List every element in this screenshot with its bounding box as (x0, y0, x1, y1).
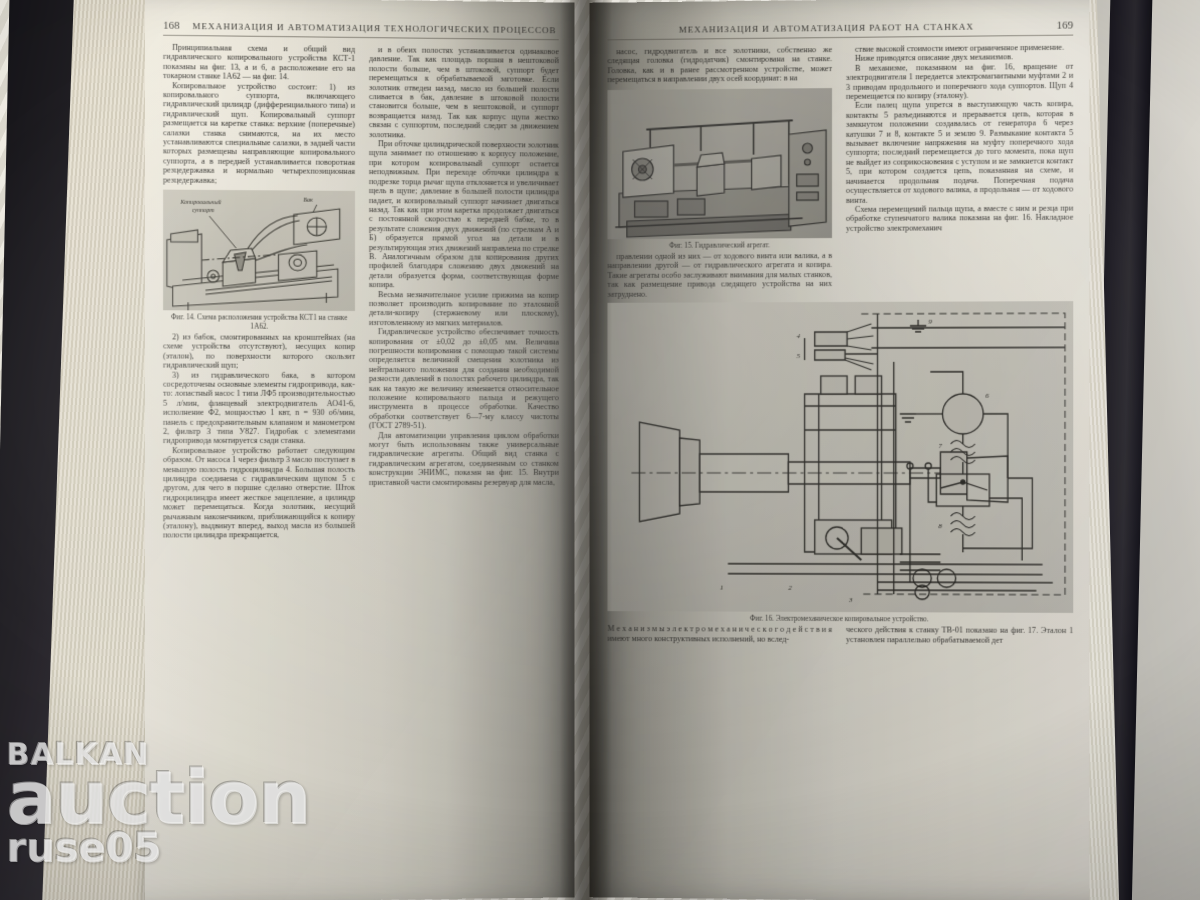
figure-15: Фиг. 15. Гидравлический агрегат. (607, 87, 833, 251)
paragraph: насос, гидродвигатель и все золотники, с… (607, 45, 833, 85)
figure-16-callout-4: 4 (797, 332, 801, 340)
figure-16-callout-7: 7 (938, 442, 942, 450)
left-column-1: Принципиальная схема и общий вид гидравл… (163, 42, 356, 541)
figure-15-image (607, 87, 833, 239)
figure-15-caption: Фиг. 15. Гидравлический агрегат. (669, 240, 770, 250)
left-running-head: 168 МЕХАНИЗАЦИЯ И АВТОМАТИЗАЦИЯ ТЕХНОЛОГ… (163, 20, 559, 37)
figure-16-callout-8: 8 (938, 522, 942, 530)
figure-14-caption: Фиг. 14. Схема расположения устройства К… (170, 313, 348, 331)
left-page: 168 МЕХАНИЗАЦИЯ И АВТОМАТИЗАЦИЯ ТЕХНОЛОГ… (144, 0, 575, 900)
right-bottom-column-2: ческого действия к станку ТВ-01 показано… (846, 626, 1073, 646)
right-folio: 169 (1056, 19, 1074, 32)
paragraph: Весьма незначительное усилие прижима на … (368, 289, 559, 328)
right-columns-top: насос, гидродвигатель и все золотники, с… (607, 43, 1073, 299)
paragraph: и в обеих полостях устанавливается одина… (368, 45, 559, 140)
paragraph: М е х а н и з м ы э л е к т р о м е х а … (607, 624, 833, 644)
figure-16-callout-2: 2 (788, 584, 792, 592)
paragraph: Схема перемещений пальца щупа, а вместе … (845, 203, 1074, 233)
left-running-head-title: МЕХАНИЗАЦИЯ И АВТОМАТИЗАЦИЯ ТЕХНОЛОГИЧЕС… (192, 21, 557, 36)
paragraph: Для автоматизации управления циклом обра… (368, 430, 559, 487)
figure-16-callout-3: 3 (848, 596, 853, 604)
paragraph: ческого действия к станку ТВ-01 показано… (845, 625, 1074, 645)
figure-16-callout-6: 6 (985, 392, 989, 400)
paragraph: Принципиальная схема и общий вид гидравл… (163, 42, 356, 82)
figure-14-image: Копировальный суппорт Бак (163, 189, 356, 312)
left-columns: Принципиальная схема и общий вид гидравл… (163, 43, 559, 541)
right-bottom-column-1: М е х а н и з м ы э л е к т р о м е х а … (607, 624, 832, 644)
figure-14-label-tank: Бак (302, 197, 313, 204)
figure-14-label-support: Копировальный (179, 199, 222, 206)
right-column-2: ствие высокой стоимости имеют ограниченн… (846, 43, 1073, 298)
figure-16-image: 4 5 9 6 7 8 1 2 3 (607, 301, 1074, 614)
paragraph: В механизме, показанном на фиг. 16, вращ… (845, 61, 1074, 101)
figure-16-callout-9: 9 (928, 318, 932, 326)
right-columns-bottom: М е х а н и з м ы э л е к т р о м е х а … (607, 624, 1073, 645)
paragraph: 2) из бабок, смонтированных на кронштейн… (163, 332, 356, 370)
left-folio: 168 (163, 19, 180, 32)
paragraph: 3) из гидравлического бака, в котором со… (163, 370, 356, 446)
figure-16-caption: Фиг. 16. Электромеханическое копировальн… (749, 614, 929, 624)
paragraph: Копировальное устройство работает следую… (163, 445, 356, 540)
paragraph: При обточке цилиндрической поверхности з… (368, 139, 559, 290)
figure-16: 4 5 9 6 7 8 1 2 3 Фиг. 16. Электромехани… (607, 301, 1074, 624)
paragraph: правлении одной из них — от ходового вин… (607, 251, 833, 299)
left-column-2: и в обеих полостях устанавливается одина… (369, 45, 559, 540)
paragraph: Копировальное устройство состоит: 1) из … (163, 80, 356, 185)
figure-16-callout-1: 1 (720, 584, 724, 592)
right-column-1: насос, гидродвигатель и все золотники, с… (607, 45, 833, 299)
figure-14: Копировальный суппорт Бак Фиг. 14. Схема… (163, 189, 356, 331)
figure-14-label-support-2: суппорт (192, 207, 215, 214)
right-running-head: МЕХАНИЗАЦИЯ И АВТОМАТИЗАЦИЯ РАБОТ НА СТА… (607, 19, 1074, 36)
paragraph: Если палец щупа упрется в выступающую ча… (845, 99, 1074, 205)
figure-16-callout-5: 5 (797, 352, 801, 360)
right-running-head-title: МЕХАНИЗАЦИЯ И АВТОМАТИЗАЦИЯ РАБОТ НА СТА… (678, 21, 974, 35)
paragraph: Гидравлическое устройство обеспечивает т… (368, 327, 559, 431)
right-page: МЕХАНИЗАЦИЯ И АВТОМАТИЗАЦИЯ РАБОТ НА СТА… (589, 0, 1090, 900)
